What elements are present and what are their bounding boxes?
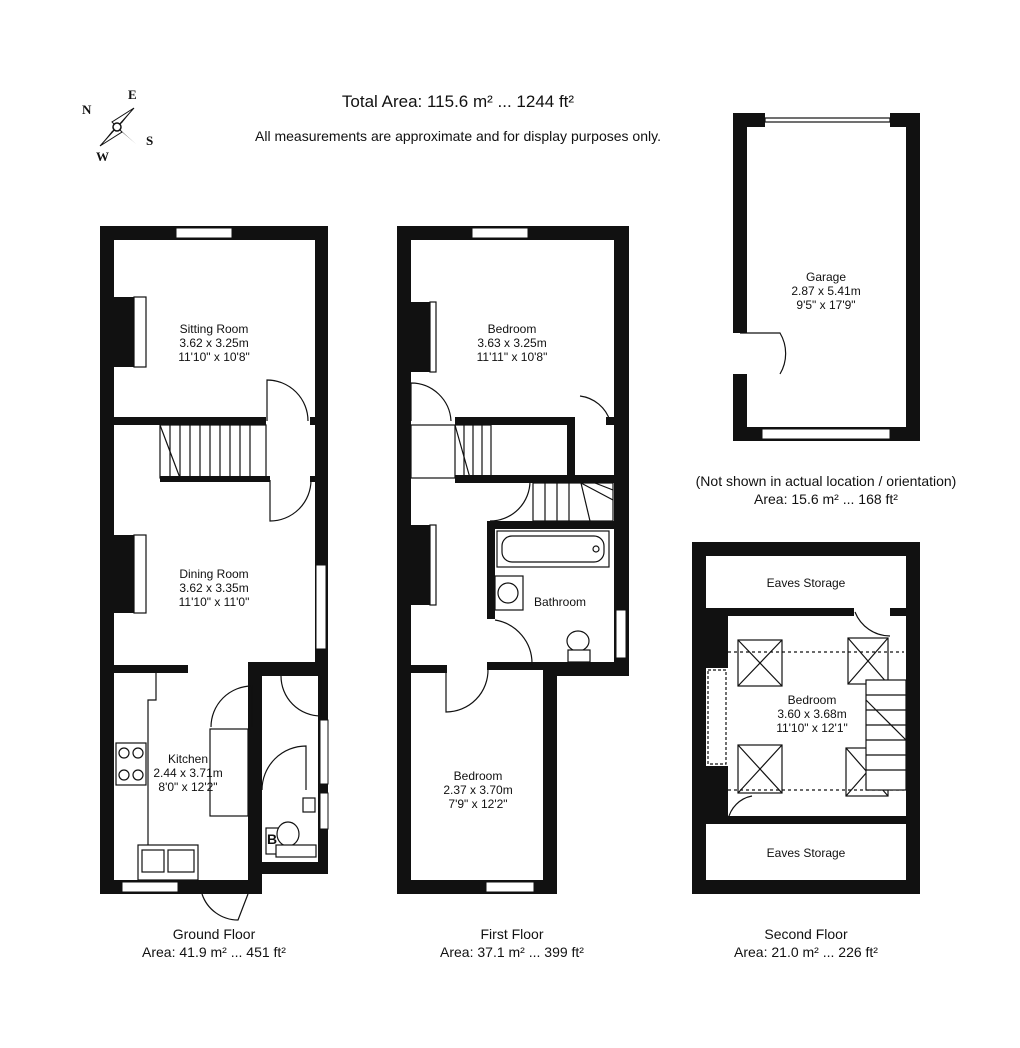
second-floor-bedroom-label: Bedroom 3.60 x 3.68m 11'10" x 12'1" (742, 693, 882, 735)
garage-location-note: (Not shown in actual location / orientat… (695, 473, 957, 489)
compass-rose-icon (99, 107, 136, 147)
room-imperial: 11'10" x 10'8" (178, 350, 250, 364)
room-imperial: 11'11" x 10'8" (476, 350, 548, 364)
second-floor-plan (692, 542, 920, 894)
dining-room-label: Dining Room 3.62 x 3.35m 11'10" x 11'0" (144, 567, 284, 609)
bathroom-label: Bathroom (533, 595, 587, 609)
ground-floor-area: Area: 41.9 m² ... 451 ft² (142, 944, 286, 960)
first-floor-area: Area: 37.1 m² ... 399 ft² (440, 944, 584, 960)
kitchen-label: Kitchen 2.44 x 3.71m 8'0" x 12'2" (138, 752, 238, 794)
first-floor-title: First Floor (480, 926, 544, 942)
disclaimer-text: All measurements are approximate and for… (255, 128, 661, 144)
room-imperial: 7'9" x 12'2" (448, 797, 508, 811)
first-floor-bedroom-2-label: Bedroom 2.37 x 3.70m 7'9" x 12'2" (408, 769, 548, 811)
room-imperial: 11'10" x 12'1" (776, 721, 848, 735)
room-name: Sitting Room (179, 322, 249, 336)
eaves-storage-top-label: Eaves Storage (766, 576, 846, 590)
room-metric: 3.60 x 3.68m (777, 707, 847, 721)
room-imperial: 9'5" x 17'9" (796, 298, 856, 312)
compass-e-label: E (128, 87, 137, 102)
room-metric: 2.37 x 3.70m (443, 783, 513, 797)
first-floor-plan (397, 226, 629, 894)
compass-s-label: S (146, 133, 154, 148)
room-metric: 2.87 x 5.41m (791, 284, 861, 298)
room-name: Kitchen (167, 752, 209, 766)
room-name: Garage (805, 270, 847, 284)
room-name: Bedroom (487, 322, 537, 336)
room-name: Dining Room (179, 567, 249, 581)
ground-floor-title: Ground Floor (172, 926, 256, 942)
garage-area: Area: 15.6 m² ... 168 ft² (754, 491, 898, 507)
second-floor-title: Second Floor (764, 926, 848, 942)
compass-n-label: N (82, 102, 92, 117)
room-metric: 3.62 x 3.35m (179, 581, 249, 595)
first-floor-bedroom-1-label: Bedroom 3.63 x 3.25m 11'11" x 10'8" (442, 322, 582, 364)
ground-floor-plan (100, 226, 329, 921)
room-name: Bedroom (453, 769, 503, 783)
room-imperial: 11'10" x 11'0" (178, 595, 250, 609)
room-imperial: 8'0" x 12'2" (158, 780, 218, 794)
garage-plan (733, 113, 920, 441)
room-metric: 3.63 x 3.25m (477, 336, 547, 350)
eaves-storage-bottom-label: Eaves Storage (766, 846, 846, 860)
sitting-room-label: Sitting Room 3.62 x 3.25m 11'10" x 10'8" (144, 322, 284, 364)
second-floor-area: Area: 21.0 m² ... 226 ft² (734, 944, 878, 960)
room-metric: 3.62 x 3.25m (179, 336, 249, 350)
garage-label: Garage 2.87 x 5.41m 9'5" x 17'9" (756, 270, 896, 312)
room-metric: 2.44 x 3.71m (153, 766, 223, 780)
boiler-label: B (267, 831, 278, 847)
compass-w-label: W (96, 149, 109, 164)
total-area-heading: Total Area: 115.6 m² ... 1244 ft² (341, 92, 575, 111)
room-name: Bedroom (787, 693, 837, 707)
